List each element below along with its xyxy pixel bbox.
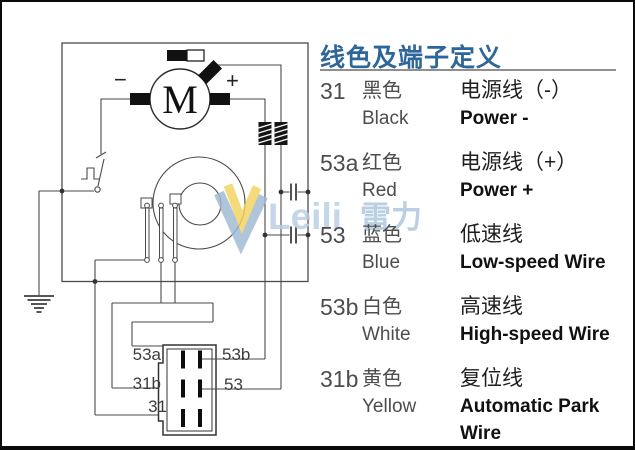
park-switch-contact: [94, 186, 101, 193]
watermark-chevron-blue: [214, 190, 268, 255]
wires-bottom: [94, 259, 214, 416]
connector-label-31: 31: [148, 397, 167, 416]
ground-icon: [24, 295, 54, 313]
brush-right: [210, 93, 230, 105]
coil-icon-1: [258, 122, 272, 145]
motor-label: M: [162, 77, 198, 122]
coil-icon-2: [274, 122, 288, 145]
pulse-signal-icon: [81, 167, 100, 180]
capacitor-icon-1: [290, 183, 297, 201]
minus-label: −: [114, 67, 127, 92]
cam-plate-inner: [178, 182, 222, 226]
connector-pins: [181, 350, 202, 427]
wires-connector-right: [202, 358, 281, 390]
park-switch-wipers: [140, 193, 182, 263]
junction-dots: [59, 188, 311, 284]
motor-housing-outline: [61, 42, 309, 283]
cam-plate-outer: [152, 156, 246, 250]
capacitor-icon-2: [290, 226, 297, 244]
wires-left: [38, 98, 130, 295]
thermal-fuse-symbol: [167, 49, 205, 62]
connector-label-53: 53: [224, 375, 243, 394]
connector-labels: 53a 53b 31b 53 31: [133, 345, 251, 416]
brush-highspeed-diagonal: [197, 59, 223, 85]
watermark-brand-en: Leili: [268, 196, 342, 237]
connector-label-31b: 31b: [133, 374, 161, 393]
connector-label-53b: 53b: [222, 345, 250, 364]
connector-label-53a: 53a: [133, 345, 162, 364]
watermark-chevron-yellow: [223, 183, 262, 235]
plus-label: +: [226, 68, 239, 93]
brush-left: [130, 93, 150, 105]
watermark: Leili 雷力: [214, 183, 422, 255]
wires-right: [216, 64, 308, 389]
watermark-brand-cn: 雷力: [360, 200, 422, 235]
